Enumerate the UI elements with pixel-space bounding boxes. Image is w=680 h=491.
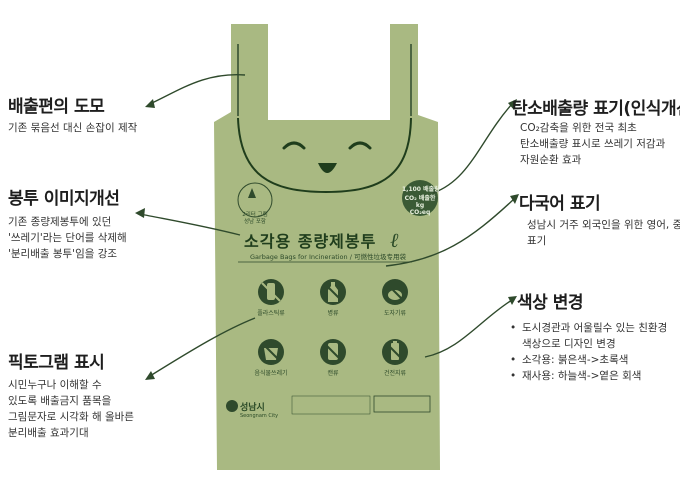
desc-line: 그림문자로 시각화 해 올바른 [8,411,134,423]
annotation-handle-desc: 기존 묶음선 대신 손잡이 제작 [8,120,137,136]
right-eye [348,141,372,150]
pictogram-plastic-icon [258,279,284,305]
desc-line: 자원순환 효과 [520,154,582,166]
pictogram-label-ceramic: 도자기류 [383,310,407,317]
desc-line: 표기 [527,235,547,247]
desc-line: 분리배출 효과기대 [8,427,89,439]
co2-badge-circle [402,180,438,216]
desc-line: CO₂감축을 위한 전국 최초 [520,122,637,134]
color-item: 재사용: 하늘색->옅은 회색 [510,368,667,384]
desc-line: 도시경관과 어울릴수 있는 친환경 [522,322,668,334]
bag-title: 소각용 종량제봉투 [244,232,377,251]
arrow-multilang [385,198,515,267]
annotation-image-desc: 기존 종량제봉투에 있던 '쓰레기'라는 단어를 삭제해 '분리배출 봉투'임을… [8,214,127,262]
mouth [318,163,337,173]
pictogram-label-plastic: 플라스틱류 [257,310,285,317]
left-eye [282,141,306,150]
desc-line: 성남시 거주 외국인을 위한 영어, 중국어 [527,219,680,231]
badge-line: kg [415,202,425,209]
badge-line: 성남 포함 [244,219,266,225]
badge-line: CO₂eq [409,209,431,216]
badge-line: 1,100 배출량 [402,186,440,193]
annotation-image-title: 봉투 이미지개선 [8,189,120,209]
annotation-pictogram-desc: 시민누구나 이해할 수 있도록 배출금지 품목을 그림문자로 시각화 해 올바른… [8,377,134,441]
arrow-pictogram [149,317,256,377]
annotation-multilang-desc: 성남시 거주 외국인을 위한 영어, 중국어 표기 [527,217,680,249]
desc-line: 기존 묶음선 대신 손잡이 제작 [8,122,138,134]
handle-outline [237,44,412,116]
pictogram-bottle-icon [320,279,346,305]
arrow-carbon [432,103,513,194]
annotation-pictogram-title: 픽토그램 표시 [8,353,105,373]
script-l-mark: ℓ [390,228,399,252]
smile-arc [237,117,412,194]
tree-icon [248,188,256,198]
pictogram-label-bottle: 병류 [327,310,339,317]
pictogram-food-waste-icon [258,339,284,365]
barcode-box [373,395,431,413]
arrow-color [424,299,513,358]
desc-line: 기존 종량제봉투에 있던 [8,216,112,228]
arrow-handle [149,73,246,105]
desc-line: 탄소배출량 표시로 쓰레기 저감과 [520,138,666,150]
city-logo-mark [226,400,238,412]
desc-line: 색상으로 디자인 변경 [522,338,616,350]
annotation-handle-title: 배출편의 도모 [8,97,105,117]
badge-line: 2리터 그램 [242,212,268,218]
pictogram-label-battery: 건전지류 [383,370,407,377]
bag-subtitle: Garbage Bags for Incineration / 可燃性垃圾专用袋 [250,253,406,261]
co2-badge-text: 1,100 배출량 CO₂ 배출한 kg CO₂eq [402,184,440,216]
desc-line: 시민누구나 이해할 수 [8,379,102,391]
desc-line: 있도록 배출금지 품목을 [8,395,112,407]
annotation-carbon-desc: CO₂감축을 위한 전국 최초 탄소배출량 표시로 쓰레기 저감과 자원순환 효… [520,120,665,168]
pictogram-battery-icon [382,339,408,365]
pictogram-label-can: 캔류 [327,370,339,377]
tree-badge-text: 2리터 그램 성남 포함 [237,212,273,226]
tree-badge [237,182,273,218]
pictogram-label-food: 음식물쓰레기 [254,370,288,377]
color-item: 도시경관과 어울릴수 있는 친환경 색상으로 디자인 변경 [510,320,667,352]
arrow-image [139,213,241,236]
desc-line: 재사용: 하늘색->옅은 회색 [522,370,642,382]
badge-line: CO₂ 배출한 [404,195,436,202]
city-logo-text: 성남시 [240,403,265,413]
pictogram-ceramic-icon [382,279,408,305]
desc-line: '쓰레기'라는 단어를 삭제해 [8,232,127,244]
annotation-color-desc: 도시경관과 어울릴수 있는 친환경 색상으로 디자인 변경 소각용: 붉은색->… [510,320,667,384]
annotation-color-title: 색상 변경 [517,293,583,313]
pictogram-can-icon [320,339,346,365]
desc-line: 소각용: 붉은색->초록색 [522,354,629,366]
color-item: 소각용: 붉은색->초록색 [510,352,667,368]
annotation-carbon-title: 탄소배출량 표기(인식개선) [512,99,680,119]
annotation-multilang-title: 다국어 표기 [519,194,601,214]
info-text-block [291,395,371,415]
desc-line: '분리배출 봉투'임을 강조 [8,248,118,260]
city-logo-english: Seongnam City [240,413,279,419]
